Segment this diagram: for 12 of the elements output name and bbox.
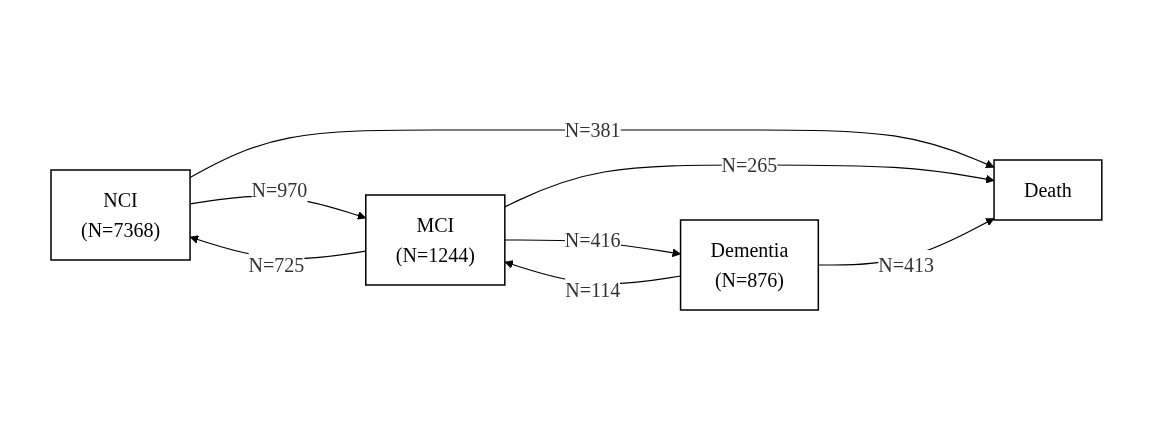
edge-label: N=265	[721, 153, 778, 176]
edge-label: N=416	[564, 228, 621, 251]
node-box: Death	[993, 158, 1103, 221]
edge-label: N=970	[251, 178, 308, 201]
edge-label: N=114	[565, 278, 621, 301]
node-box: Dementia (N=876)	[679, 218, 820, 311]
node-box: NCI (N=7368)	[50, 168, 191, 261]
arrow	[504, 163, 995, 207]
node-box: MCI (N=1244)	[365, 193, 506, 286]
edge-label: N=725	[248, 253, 305, 276]
edge-label: N=413	[878, 253, 935, 276]
edge-label: N=381	[564, 118, 621, 141]
